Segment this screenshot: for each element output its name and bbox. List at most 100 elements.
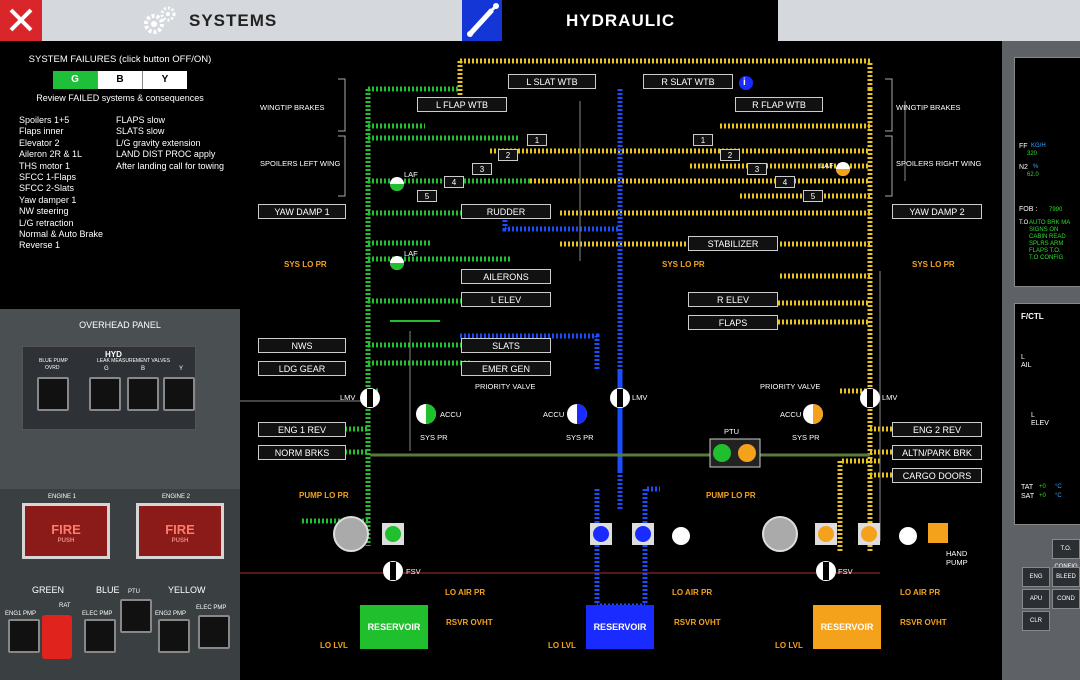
leak-valve-green-button[interactable]	[89, 377, 121, 411]
spoiler-right-1: 1	[693, 134, 713, 146]
lo-air-pr-green-label: LO AIR PR	[445, 588, 486, 597]
eng2-pump-button[interactable]	[158, 619, 190, 653]
engine-1-fire-button[interactable]: FIRE PUSH	[22, 503, 110, 559]
overhead-title: OVERHEAD PANEL	[79, 320, 161, 330]
laf-label: LAF	[404, 170, 418, 179]
spoiler-right-5: 5	[803, 190, 823, 202]
eng1-pmp-label: ENG1 PMP	[5, 611, 37, 617]
ff-label: FF	[1019, 143, 1028, 150]
list-item: NW steering	[19, 206, 69, 217]
tab-systems[interactable]: SYSTEMS	[42, 0, 462, 41]
sys-pr-label: SYS PR	[420, 433, 448, 442]
ecam-bleed-button[interactable]: BLEED	[1052, 567, 1080, 587]
yellow-system-label: YELLOW	[168, 585, 206, 595]
lmv-label: LMV	[882, 393, 898, 402]
ecam-cond-button[interactable]: COND	[1052, 589, 1080, 609]
spoilers-left-wing-label: SPOILERS LEFT WING	[260, 159, 341, 168]
ptu-button[interactable]	[120, 599, 152, 633]
list-item: Aileron 2R & 1L	[19, 149, 83, 160]
memo-item: T.O CONFIG	[1029, 255, 1064, 261]
push-label: PUSH	[57, 538, 75, 544]
spoiler-left-2: 2	[498, 149, 518, 161]
failure-list-consequences: FLAPS slow SLATS slow L/G gravity extens…	[116, 115, 224, 172]
n2-label: N2	[1019, 164, 1028, 171]
list-item: Flaps inner	[19, 126, 64, 137]
hydraulic-diagram: i L SLAT WTB R SLAT WTB L FLAP WTB R FLA…	[240, 41, 1002, 680]
yellow-elec-pump-button[interactable]	[198, 615, 230, 649]
list-item: FLAPS slow	[116, 115, 166, 125]
r-slat-wtb-box: R SLAT WTB	[643, 74, 733, 89]
close-button[interactable]	[0, 0, 42, 41]
rat-label: RAT	[59, 603, 71, 609]
eng1-pump-button[interactable]	[8, 619, 40, 653]
rudder-box: RUDDER	[461, 204, 551, 219]
close-icon	[9, 8, 33, 32]
laf-label: LAF	[820, 161, 834, 170]
f-ctl-title: F/CTL	[1021, 312, 1044, 321]
l-slat-wtb-box: L SLAT WTB	[508, 74, 596, 89]
tat-unit: °C	[1055, 484, 1062, 490]
list-item: L/G gravity extension	[116, 137, 201, 148]
slats-box: SLATS	[461, 338, 551, 353]
spoiler-right-4: 4	[775, 176, 795, 188]
tab-hydraulic-label: HYDRAULIC	[566, 11, 676, 30]
eng-1-rev-box: ENG 1 REV	[258, 422, 346, 437]
elec-pmp-blue-label: ELEC PMP	[82, 611, 113, 617]
emer-gen-box: EMER GEN	[461, 361, 551, 376]
lo-lvl-green-label: LO LVL	[320, 641, 348, 650]
ecam-eng-button[interactable]: ENG	[1022, 567, 1050, 587]
spoiler-left-1: 1	[527, 134, 547, 146]
elec-pmp-yellow-label: ELEC PMP	[196, 605, 227, 611]
memo-list: AUTO BRK MA SIGNS ON CABIN READ SPLRS AR…	[1029, 220, 1070, 262]
tat-value: +0	[1039, 484, 1046, 490]
ecam-clr-button[interactable]: CLR	[1022, 611, 1050, 631]
engine-2-fire-button[interactable]: FIRE PUSH	[136, 503, 224, 559]
to-label: T.O	[1019, 220, 1029, 226]
leak-valve-blue-button[interactable]	[127, 377, 159, 411]
nws-box: NWS	[258, 338, 346, 353]
failures-review-text: Review FAILED systems & consequences	[36, 93, 204, 103]
list-item: Reverse 1	[19, 240, 61, 251]
hyd-overhead-box: HYD BLUE PUMP OVRD LEAK MEASUREMENT VALV…	[22, 346, 196, 430]
to-config-button[interactable]: T.O. CONFIG	[1052, 539, 1080, 570]
leak-valve-yellow-button[interactable]	[163, 377, 195, 411]
eng2-pmp-label: ENG2 PMP	[155, 611, 187, 617]
list-item: L/G retraction	[19, 217, 74, 228]
tat-label: TAT	[1021, 484, 1034, 491]
sys-pr-label: SYS PR	[792, 433, 820, 442]
l-elev-box: L ELEV	[461, 292, 551, 307]
leak-b-label: B	[141, 366, 146, 372]
push-label: PUSH	[171, 538, 189, 544]
l-label: L	[1031, 412, 1035, 419]
tab-hydraulic[interactable]: HYDRAULIC	[502, 0, 778, 41]
sys-lo-pr-yellow-label: SYS LO PR	[912, 260, 955, 269]
stabilizer-box: STABILIZER	[688, 236, 778, 251]
gears-icon	[144, 6, 176, 34]
reservoir-green: RESERVOIR	[360, 605, 428, 649]
lo-air-pr-yellow-label: LO AIR PR	[900, 588, 941, 597]
sat-unit: °C	[1055, 493, 1062, 499]
memo-item: FLAPS T.O.	[1029, 248, 1061, 254]
blue-pump-ovrd-button[interactable]	[37, 377, 69, 411]
eng-2-rev-box: ENG 2 REV	[892, 422, 982, 437]
rat-button[interactable]	[42, 615, 72, 659]
list-item: SFCC 1-Flaps	[19, 172, 77, 183]
failure-button-yellow[interactable]: Y	[142, 71, 187, 89]
leak-label: LEAK MEASUREMENT VALVES	[97, 358, 171, 364]
hydraulic-tab-icon-box[interactable]	[462, 0, 502, 41]
failure-button-green[interactable]: G	[53, 71, 97, 89]
engine-warning-display: FF KG/H 320 N2 % 62.0 FOB : 7990 T.O AUT…	[1014, 57, 1080, 287]
lo-lvl-blue-label: LO LVL	[548, 641, 576, 650]
hydraulic-piston-icon	[467, 3, 499, 37]
ff-unit: KG/H	[1031, 143, 1046, 149]
failure-button-blue[interactable]: B	[97, 71, 142, 89]
info-icon[interactable]: i	[743, 77, 746, 88]
spoilers-right-wing-label: SPOILERS RIGHT WING	[896, 159, 982, 168]
sys-pr-label: SYS PR	[566, 433, 594, 442]
blue-system-label: BLUE	[96, 585, 120, 595]
blue-elec-pump-button[interactable]	[84, 619, 116, 653]
fire-label: FIRE	[165, 522, 195, 537]
ecam-apu-button[interactable]: APU	[1022, 589, 1050, 609]
wingtip-brakes-left-label: WINGTIP BRAKES	[260, 103, 325, 112]
memo-item: SPLRS ARM	[1029, 241, 1064, 247]
